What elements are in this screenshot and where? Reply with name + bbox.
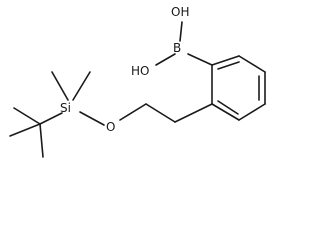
benzene-ring — [211, 55, 266, 121]
ring-bond-4 — [238, 103, 266, 121]
hydroxyl-top-label: OH — [171, 5, 189, 19]
ether-oxygen-label: O — [106, 120, 115, 134]
tbutyl-methyl-1-bond — [13, 107, 41, 125]
boronic-acid-group: B OH HO — [131, 5, 213, 78]
ring-double-bond-1 — [217, 61, 240, 70]
ring-bond-5 — [211, 103, 240, 121]
si-methyl-1-bond — [51, 71, 69, 101]
ring-bond-2 — [238, 55, 266, 73]
molecule-structure: B OH HO O Si — [9, 5, 266, 158]
oxygen-to-silicon-bond — [79, 111, 105, 126]
ring-to-boron-bond — [187, 53, 213, 66]
boron-atom-label: B — [173, 41, 181, 55]
hydroxyl-left-label: HO — [131, 64, 149, 78]
tbs-group: Si — [9, 71, 91, 158]
boron-to-oh-left-bond — [155, 53, 176, 66]
si-to-tbutyl-bond — [39, 112, 63, 125]
ethoxy-linker: O — [79, 103, 213, 134]
tbutyl-methyl-2-bond — [9, 123, 41, 137]
tbutyl-methyl-3-bond — [39, 123, 44, 158]
ring-to-ch2-bond — [174, 103, 213, 123]
si-methyl-2-bond — [72, 71, 91, 101]
ring-bond-1 — [211, 55, 240, 66]
ch2-to-oxygen-bond — [119, 103, 147, 121]
boron-to-oh-top-bond — [179, 21, 183, 42]
ring-double-bond-3 — [217, 100, 239, 115]
ch2-to-ch2-bond — [145, 103, 176, 123]
silicon-atom-label: Si — [60, 101, 71, 115]
